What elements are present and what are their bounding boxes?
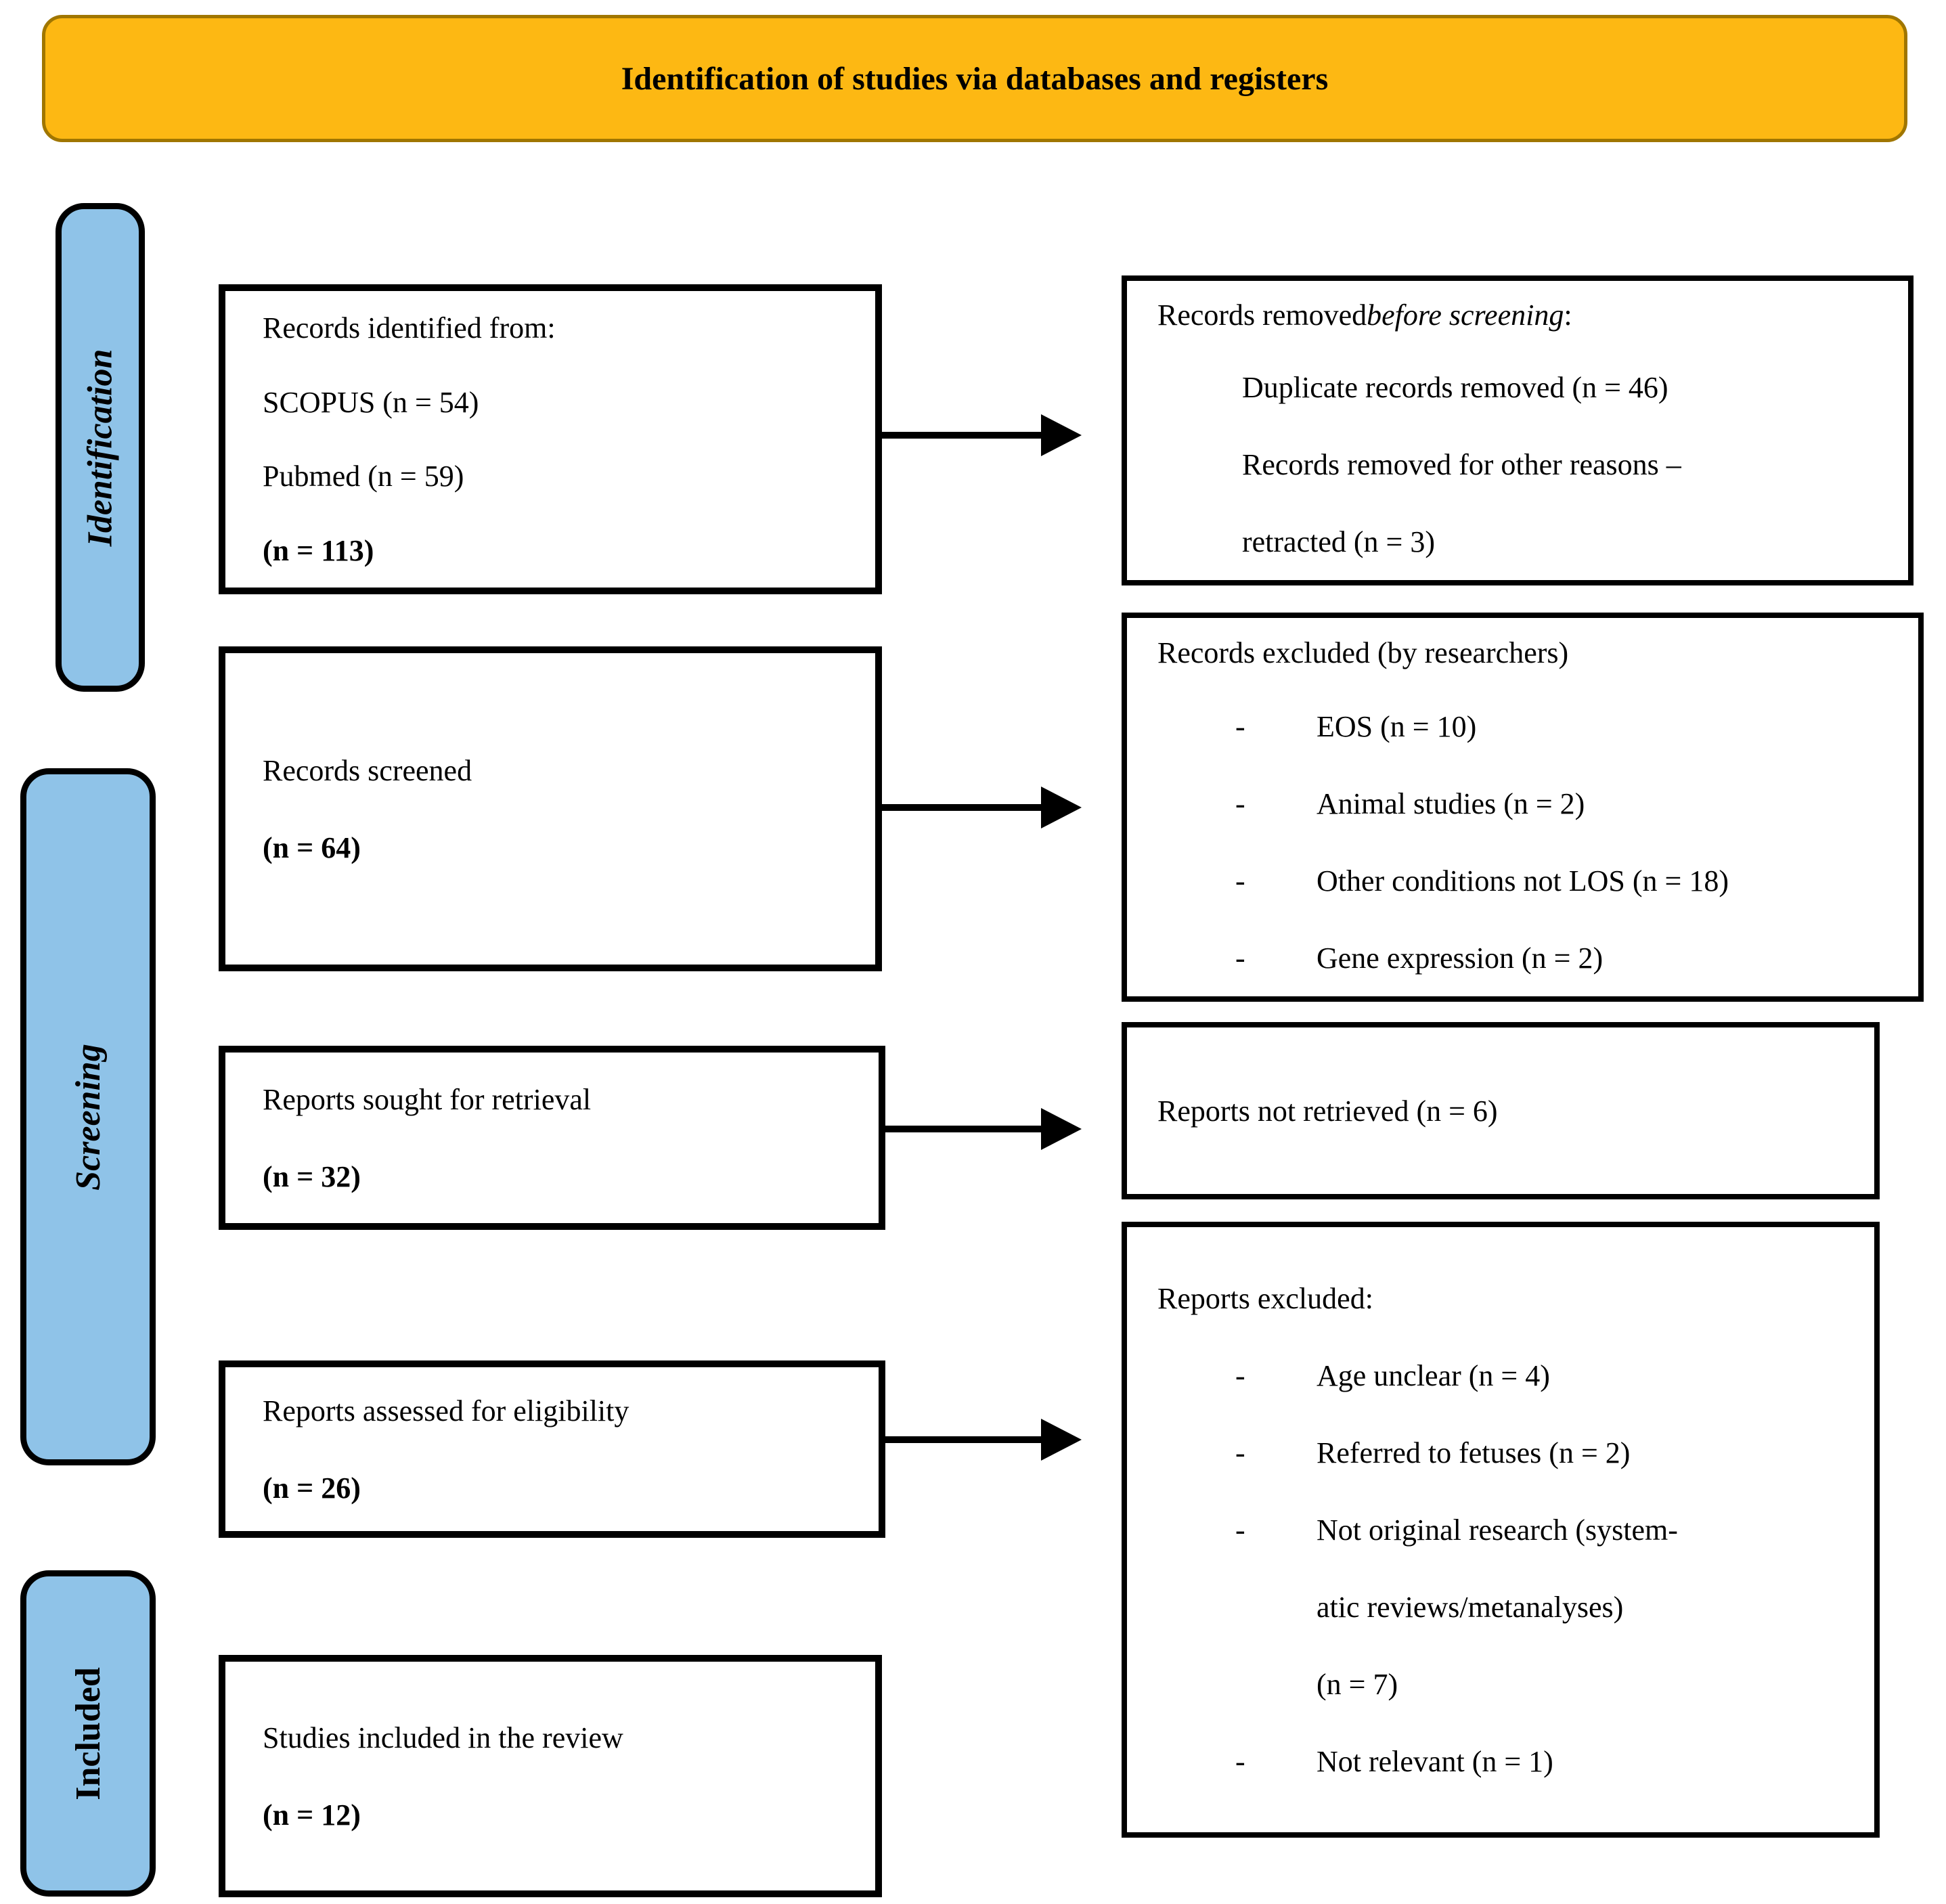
dash-bullet: - (1235, 864, 1245, 898)
arrow-records-screened-to-excluded (880, 787, 1082, 828)
text-line: EOS (n = 10) (1317, 709, 1477, 743)
dash-bullet: - (1235, 1358, 1245, 1392)
process-box-records-identified: Records identified from: SCOPUS (n = 54) P… (219, 284, 882, 594)
box-title: Reports not retrieved (n = 6) (1157, 1072, 1854, 1149)
stage-included-label: Included (68, 1666, 108, 1800)
process-box-studies-included: Studies included in the review (n = 12) (219, 1655, 882, 1897)
text-line: Pubmed (n = 59) (263, 460, 464, 493)
dash-bullet: - (1235, 1513, 1245, 1547)
list-item: - Age unclear (n = 4) (1157, 1337, 1854, 1414)
box-title: Records removed before screening: (1157, 281, 1888, 349)
arrow-reports-sought-to-not-retrieved (880, 1108, 1082, 1150)
title-part: Reports excluded: (1157, 1281, 1373, 1315)
list-item: - EOS (n = 10) (1157, 688, 1898, 765)
text-line: Other conditions not LOS (n = 18) (1317, 864, 1729, 898)
text-line: SCOPUS (n = 54) (263, 385, 479, 419)
list-item: - Gene expression (n = 2) (1157, 919, 1898, 996)
list-item: - Other conditions not LOS (n = 18) (1157, 842, 1898, 919)
list-item: - Referred to fetuses (n = 2) (1157, 1414, 1854, 1491)
stage-screening-label: Screening (68, 1043, 108, 1191)
text-line: Reports sought for retrieval (263, 1082, 592, 1116)
text-line: Records identified from: (263, 311, 556, 345)
stage-included: Included (20, 1570, 156, 1897)
list-item: - Animal studies (n = 2) (1157, 765, 1898, 842)
text-line: (n = 12) (263, 1798, 361, 1832)
dash-bullet: - (1235, 787, 1245, 820)
text-line: Studies included in the review (263, 1721, 623, 1754)
text-line: (n = 26) (263, 1471, 361, 1505)
list-item: Records removed for other reasons – retra… (1157, 426, 1888, 580)
text-line: Gene expression (n = 2) (1317, 941, 1604, 975)
title-part: Records removed (1157, 298, 1367, 332)
title-part: : (1564, 298, 1572, 332)
item-indent (1161, 426, 1242, 503)
text-line: atic reviews/metanalyses) (1317, 1590, 1624, 1624)
text-line: Not relevant (n = 1) (1317, 1744, 1553, 1778)
text-line: (n = 113) (263, 533, 374, 567)
arrow-reports-assessed-to-excluded (880, 1419, 1082, 1461)
title-part: before screening (1367, 298, 1564, 332)
text-line: Age unclear (n = 4) (1317, 1358, 1550, 1392)
text-line: (n = 32) (263, 1159, 361, 1193)
dash-bullet: - (1235, 941, 1245, 975)
stage-identification-label: Identification (81, 349, 120, 546)
stage-identification: Identification (56, 203, 145, 692)
text-line: Referred to fetuses (n = 2) (1317, 1436, 1631, 1469)
dash-bullet: - (1235, 1744, 1245, 1778)
exclusion-box-reports-not-retrieved: Reports not retrieved (n = 6) (1122, 1022, 1880, 1199)
arrow-records-identified-to-removed (880, 414, 1082, 456)
stage-screening: Screening (20, 768, 156, 1465)
text-line: Reports assessed for eligibility (263, 1394, 629, 1427)
process-box-reports-assessed: Reports assessed for eligibility (n = 26) (219, 1360, 885, 1538)
text-line: Records removed for other reasons – (1242, 447, 1681, 481)
text-line: retracted (n = 3) (1242, 525, 1435, 558)
list-item: Duplicate records removed (n = 46) (1157, 349, 1888, 426)
banner-title: Identification of studies via databases … (42, 15, 1907, 142)
exclusion-box-records-removed: Records removed before screening: Duplica… (1122, 275, 1914, 585)
process-box-reports-sought: Reports sought for retrieval (n = 32) (219, 1046, 885, 1230)
text-line: Records screened (263, 753, 472, 787)
text-line: Animal studies (n = 2) (1317, 787, 1585, 820)
text-line: Not original research (system- (1317, 1513, 1678, 1547)
title-part: Reports not retrieved (n = 6) (1157, 1094, 1498, 1128)
title-part: Records excluded (by researchers) (1157, 636, 1569, 669)
text-line: (n = 7) (1317, 1667, 1398, 1701)
dash-bullet: - (1235, 1436, 1245, 1469)
box-title: Reports excluded: (1157, 1260, 1854, 1337)
list-item: - Not original research (system-atic revi… (1157, 1491, 1854, 1723)
text-line: Duplicate records removed (n = 46) (1242, 370, 1668, 404)
process-box-records-screened: Records screened (n = 64) (219, 646, 882, 971)
box-title: Records excluded (by researchers) (1157, 618, 1898, 688)
item-indent (1161, 349, 1242, 426)
exclusion-box-reports-excluded: Reports excluded: - Age unclear (n = 4) - Re… (1122, 1222, 1880, 1838)
list-item: - Not relevant (n = 1) (1157, 1723, 1854, 1800)
text-line: (n = 64) (263, 831, 361, 864)
dash-bullet: - (1235, 709, 1245, 743)
exclusion-box-records-excluded: Records excluded (by researchers) - EOS (n… (1122, 613, 1924, 1002)
